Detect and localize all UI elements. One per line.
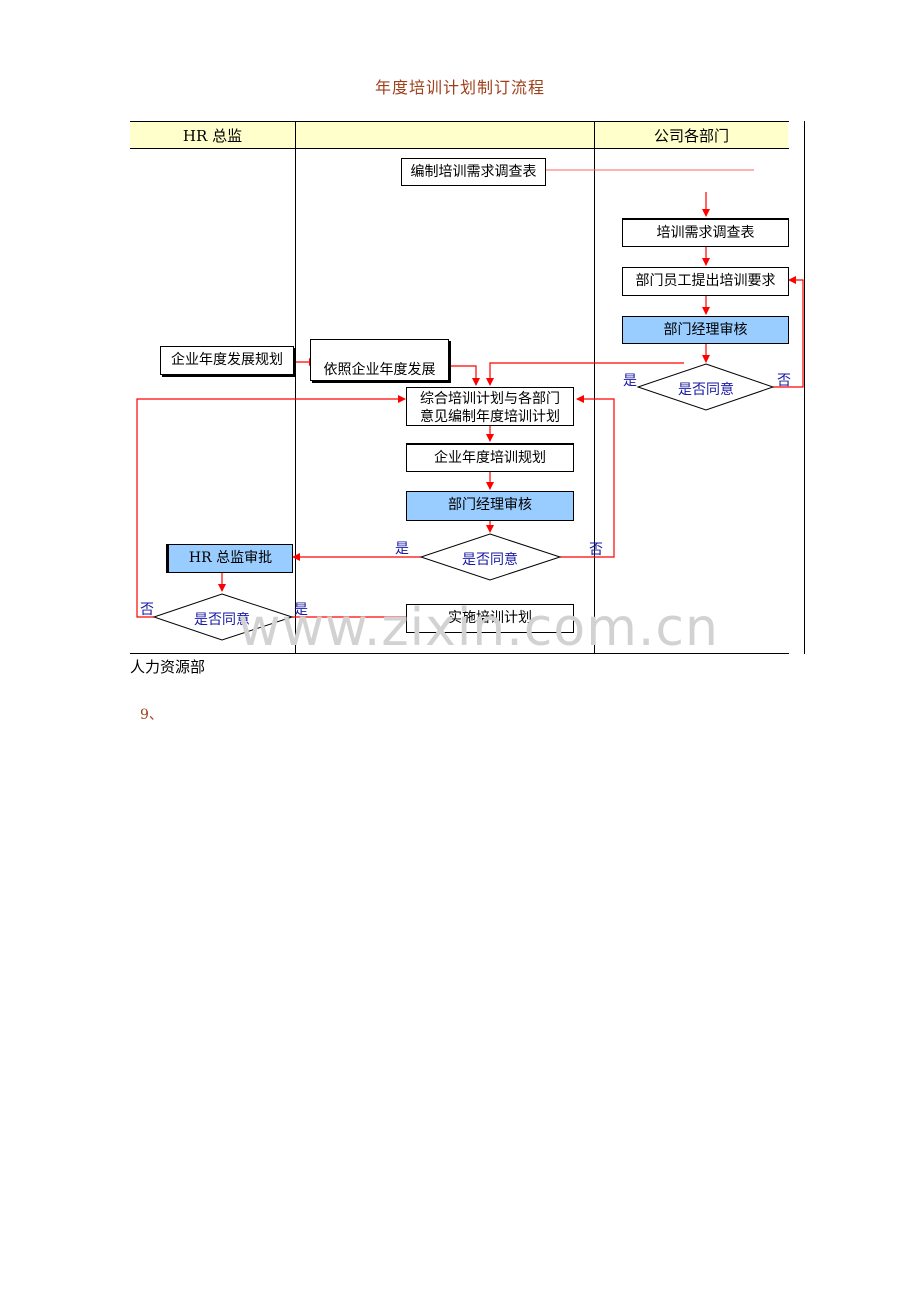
node-implement: 实施培训计划 — [406, 604, 574, 633]
lane-header-hr-director: HR 总监 — [130, 122, 295, 148]
lane-divider-2 — [594, 121, 595, 654]
node-survey-form: 培训需求调查表 — [622, 218, 789, 247]
node-compile-plan: 综合培训计划与各部门 意见编制年度培训计划 — [406, 387, 574, 426]
edge-label-yes-1: 是 — [623, 373, 637, 389]
section-number: 9、 — [140, 707, 163, 723]
edge-label-no-3: 否 — [140, 602, 154, 618]
lane-bottom-border — [130, 653, 789, 654]
node-staff-request: 部门员工提出培训要求 — [622, 267, 789, 296]
node-survey-compile: 编制培训需求调查表 — [401, 158, 546, 186]
node-according-plan: 依照企业年度发展 — [310, 339, 449, 381]
node-compile-plan-line1: 综合培训计划与各部门 — [420, 391, 560, 407]
lane-header-departments: 公司各部门 — [595, 122, 788, 148]
edge-label-yes-2: 是 — [395, 541, 409, 557]
watermark: www.zixin.com.cn — [238, 598, 719, 658]
lane-divider-1 — [295, 121, 296, 654]
edge-label-no-2: 否 — [589, 542, 603, 558]
node-annual-plan: 企业年度培训规划 — [406, 443, 574, 472]
edge-label-yes-3: 是 — [294, 602, 308, 618]
lane-right-border — [804, 121, 805, 654]
node-compile-plan-line2: 意见编制年度培训计划 — [420, 409, 560, 425]
lane-header-bottom-border — [130, 148, 789, 149]
page-title: 年度培训计划制订流程 — [374, 78, 545, 97]
decision-label-1: 是否同意 — [678, 382, 734, 398]
node-hr-approval: HR 总监审批 — [166, 544, 293, 573]
lane-header-middle — [296, 122, 594, 148]
decision-label-2: 是否同意 — [462, 552, 518, 568]
decision-label-3: 是否同意 — [194, 612, 250, 628]
decision-diamond-3 — [152, 593, 294, 641]
decision-diamond-1 — [636, 363, 775, 411]
node-dept-review-2: 部门经理审核 — [406, 491, 574, 521]
decision-diamond-2 — [419, 533, 562, 581]
footer-department: 人力资源部 — [130, 658, 206, 676]
node-dept-review-1: 部门经理审核 — [622, 316, 789, 344]
edge-label-no-1: 否 — [777, 373, 791, 389]
lane-top-border — [130, 121, 789, 122]
node-corp-dev-plan: 企业年度发展规划 — [160, 346, 294, 375]
